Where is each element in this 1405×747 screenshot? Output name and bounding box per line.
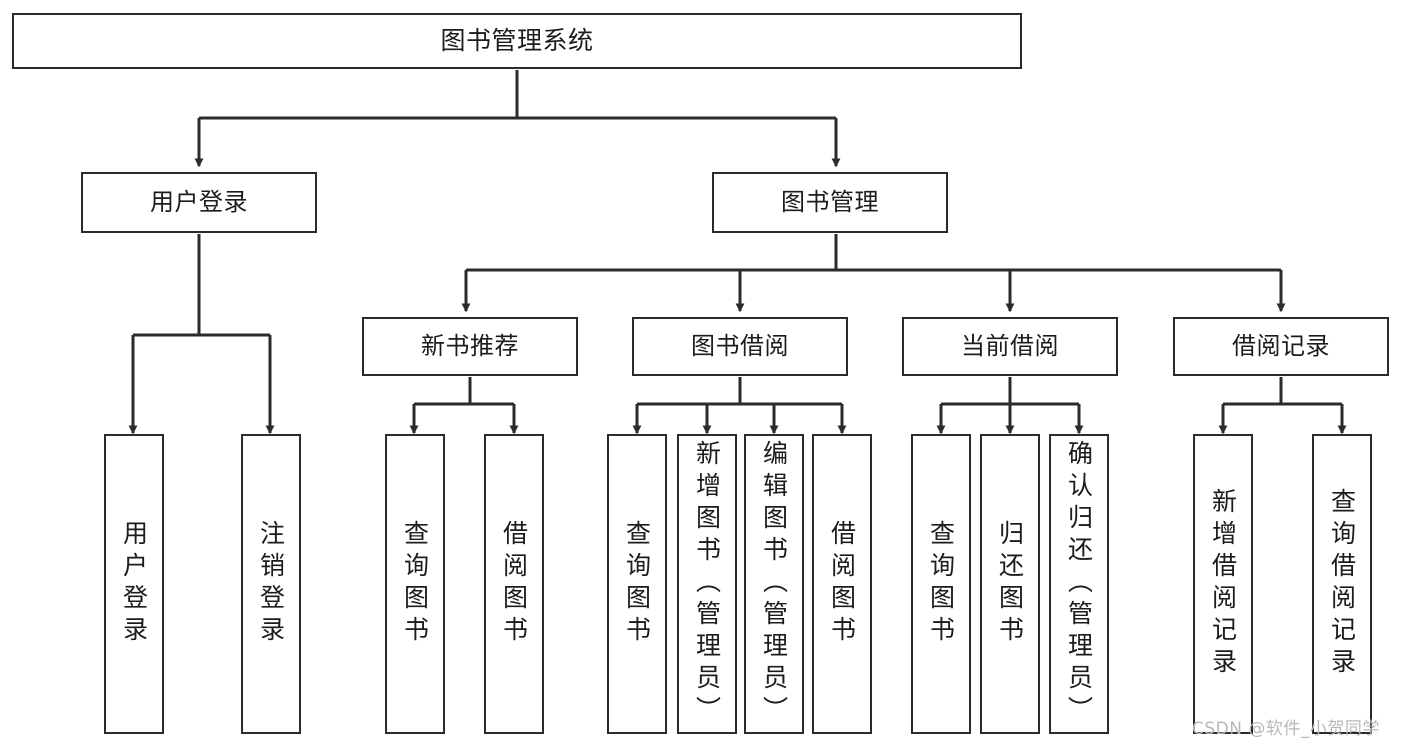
node-new-book-recommendation[interactable]: 新书推荐 <box>362 317 578 376</box>
node-label: 新书推荐 <box>421 332 519 361</box>
csdn-watermark: CSDN @软件_小贺同学 <box>1192 719 1380 739</box>
node-label: 查询图书 <box>400 520 430 648</box>
node-user-login[interactable]: 用户登录 <box>81 172 317 233</box>
node-label: 借阅图书 <box>499 520 529 648</box>
node-label: 确认归还（管理员） <box>1064 440 1094 728</box>
node-label: 查询图书 <box>926 520 956 648</box>
node-label: 借阅记录 <box>1232 332 1330 361</box>
node-book-manage[interactable]: 图书管理 <box>712 172 948 233</box>
node-leaf-user-login[interactable]: 用户登录 <box>104 434 164 734</box>
node-root-book-management-system[interactable]: 图书管理系统 <box>12 13 1022 69</box>
node-label: 编辑图书（管理员） <box>759 440 789 728</box>
node-leaf-borrow-book-1[interactable]: 借阅图书 <box>484 434 544 734</box>
node-label: 新增图书（管理员） <box>692 440 722 728</box>
node-leaf-query-book-3[interactable]: 查询图书 <box>911 434 971 734</box>
node-leaf-edit-book[interactable]: 编辑图书（管理员） <box>744 434 804 734</box>
node-label: 新增借阅记录 <box>1208 488 1238 680</box>
node-leaf-confirm-return[interactable]: 确认归还（管理员） <box>1049 434 1109 734</box>
node-label: 图书借阅 <box>691 332 789 361</box>
node-label: 借阅图书 <box>827 520 857 648</box>
node-label: 归还图书 <box>995 520 1025 648</box>
node-leaf-add-book[interactable]: 新增图书（管理员） <box>677 434 737 734</box>
node-leaf-query-record[interactable]: 查询借阅记录 <box>1312 434 1372 734</box>
node-leaf-query-book-1[interactable]: 查询图书 <box>385 434 445 734</box>
node-leaf-query-book-2[interactable]: 查询图书 <box>607 434 667 734</box>
node-label: 注销登录 <box>256 520 286 648</box>
node-label: 查询借阅记录 <box>1327 488 1357 680</box>
node-leaf-logout[interactable]: 注销登录 <box>241 434 301 734</box>
node-label: 当前借阅 <box>961 332 1059 361</box>
node-leaf-borrow-book-2[interactable]: 借阅图书 <box>812 434 872 734</box>
node-book-borrow[interactable]: 图书借阅 <box>632 317 848 376</box>
node-label: 图书管理 <box>781 188 879 217</box>
node-leaf-add-record[interactable]: 新增借阅记录 <box>1193 434 1253 734</box>
node-label: 用户登录 <box>119 520 149 648</box>
node-label: 查询图书 <box>622 520 652 648</box>
node-label: 图书管理系统 <box>440 26 594 56</box>
node-borrow-record[interactable]: 借阅记录 <box>1173 317 1389 376</box>
node-leaf-return-book[interactable]: 归还图书 <box>980 434 1040 734</box>
node-label: 用户登录 <box>150 188 248 217</box>
node-current-borrow[interactable]: 当前借阅 <box>902 317 1118 376</box>
